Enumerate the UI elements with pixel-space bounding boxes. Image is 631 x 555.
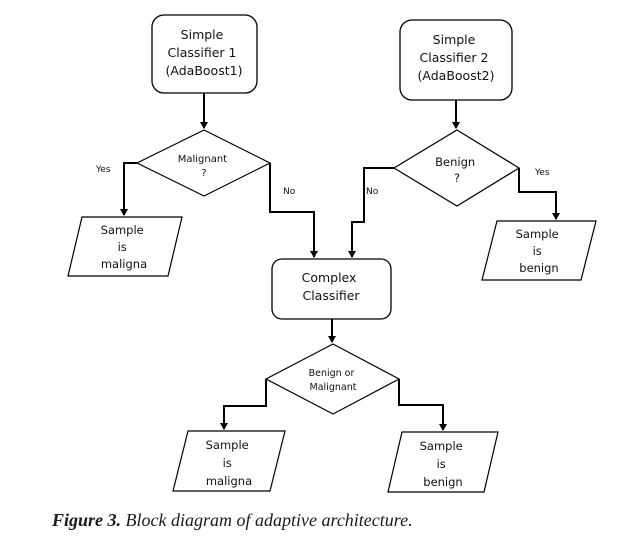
edge-label-yes-right: Yes: [534, 168, 550, 178]
arrow-decision-to-maligna: [220, 379, 267, 430]
arrow-benign-yes: [518, 168, 560, 220]
figure-caption: Figure 3. Block diagram of adaptive arch…: [52, 510, 612, 531]
sample-benign-bottom-label: Sample is benign: [420, 439, 467, 489]
benign-decision-diamond: [392, 129, 521, 207]
edge-label-no-left: No: [283, 187, 296, 197]
sample-benign-top-shape: [481, 220, 597, 281]
figure-caption-label: Figure 3.: [52, 510, 122, 530]
simple-classifier-2-label: Simple Classifier 2 (AdaBoost2): [418, 32, 495, 83]
figure-caption-text: Block diagram of adaptive architecture.: [125, 510, 413, 530]
sample-maligna-bottom-label: Sample is maligna: [206, 438, 253, 488]
benign-or-malignant-diamond: [264, 343, 401, 415]
sample-maligna-top-label: Sample is maligna: [101, 223, 148, 271]
sample-maligna-bottom-shape: [172, 430, 286, 492]
flowchart: Simple Classifier 1 (AdaBoost1) Simple C…: [67, 14, 597, 493]
connectors: [120, 93, 560, 431]
arrow-decision-to-benign: [398, 379, 447, 431]
sample-benign-bottom-shape: [387, 431, 499, 493]
edge-label-no-right: No: [366, 187, 379, 197]
malignant-decision-label: Malignant ?: [178, 154, 231, 179]
malignant-decision-diamond: [135, 129, 272, 197]
benign-or-malignant-label: Benign or Malignant: [309, 368, 358, 393]
complex-classifier-label: Complex Classifier: [302, 270, 361, 303]
edge-label-yes-left: Yes: [95, 165, 111, 175]
simple-classifier-1-label: Simple Classifier 1 (AdaBoost1): [166, 27, 243, 78]
arrow-malignant-yes: [120, 162, 137, 216]
benign-decision-label: Benign ?: [435, 155, 479, 185]
arrow-benign-no: [348, 167, 394, 258]
sample-maligna-top-shape: [67, 216, 183, 277]
arrow-malignant-no: [269, 163, 318, 258]
sample-benign-top-label: Sample is benign: [516, 227, 563, 275]
